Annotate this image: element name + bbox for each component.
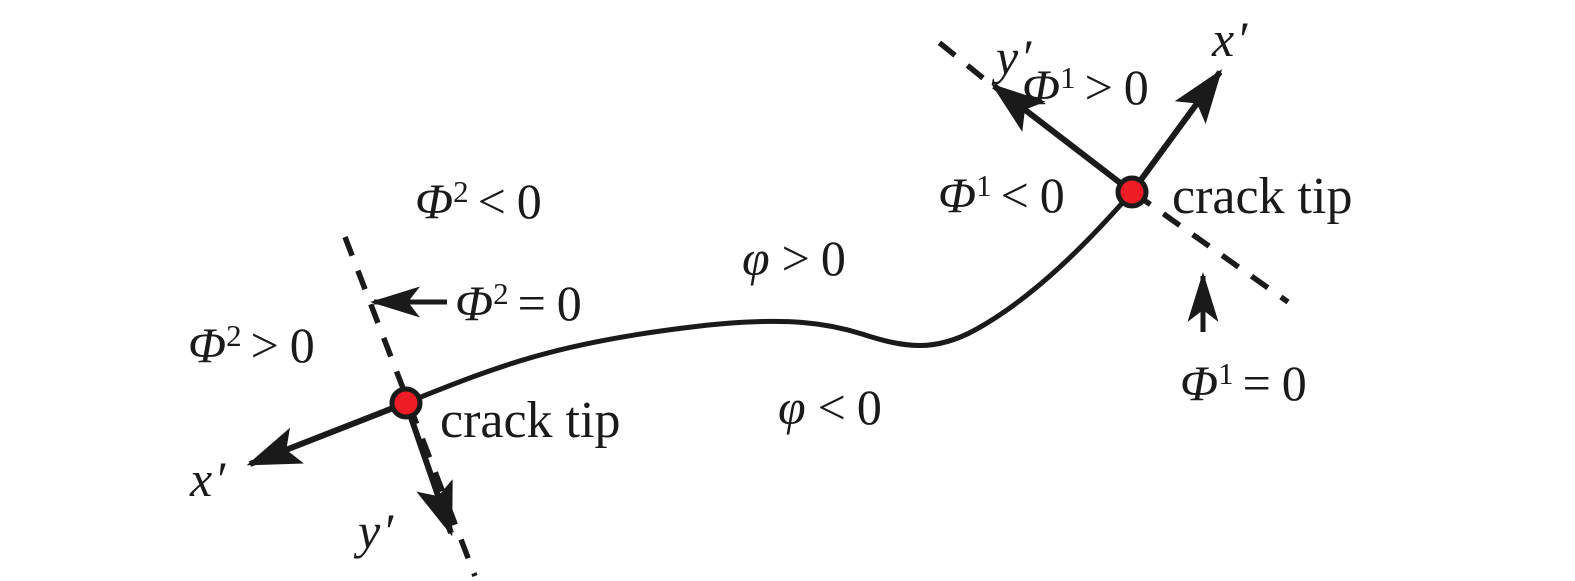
right-axis-x-prime-arrow <box>1129 69 1223 194</box>
phi2-eq-superscript: 2 <box>493 276 509 311</box>
phi2-lt-base: Φ <box>415 173 453 229</box>
axis-y-prime-right-base: y <box>991 29 1019 85</box>
varphi-gt-base: φ <box>742 230 770 286</box>
label-axis-x-prime-right: x′ <box>1211 11 1248 67</box>
phi2-lt-superscript: 2 <box>453 174 469 209</box>
phi1-eq-relation: = <box>1243 355 1271 411</box>
phi2-lt-relation: < <box>478 173 506 229</box>
varphi-gt-relation: > <box>782 230 810 286</box>
crack-tip-right-dot <box>1115 175 1149 209</box>
label-phi2-less-than-zero: Φ2 <0 <box>415 173 542 229</box>
phi2-lt-value: 0 <box>517 173 542 229</box>
phi2-gt-value: 0 <box>290 317 315 373</box>
label-crack-tip-right: crack tip <box>1172 168 1352 225</box>
phi1-gt-base: Φ <box>1022 59 1060 115</box>
axis-x-prime-left-base: x <box>189 451 212 507</box>
label-crack-tip-left: crack tip <box>440 392 620 449</box>
phi1-lt-base: Φ <box>938 167 976 223</box>
phi1-eq-base: Φ <box>1180 355 1218 411</box>
phi1-gt-value: 0 <box>1124 59 1149 115</box>
label-axis-y-prime-right: y′ <box>991 29 1032 85</box>
phi2-eq-value: 0 <box>557 275 582 331</box>
right-tip-dashed-levelset-lower <box>1132 190 1290 305</box>
phi2-gt-relation: > <box>251 317 279 373</box>
phi1-eq-superscript: 1 <box>1218 356 1234 391</box>
left-axis-y-prime-arrow <box>403 402 454 537</box>
axis-x-prime-right-base: x <box>1211 11 1234 67</box>
right-tip-dashed-levelset-upper <box>934 37 985 81</box>
phi1-eq-value: 0 <box>1282 355 1307 411</box>
phi2-eq-base: Φ <box>455 275 493 331</box>
label-varphi-less-than-zero: φ<0 <box>778 379 882 435</box>
crack-tip-left-dot <box>389 386 423 420</box>
phi1-lt-superscript: 1 <box>976 168 992 203</box>
phi2-gt-superscript: 2 <box>226 318 242 353</box>
phi1-gt-relation: > <box>1085 59 1113 115</box>
crack-curve <box>403 189 1135 406</box>
varphi-gt-value: 0 <box>821 230 846 286</box>
axis-y-prime-right-prime: ′ <box>1020 29 1032 85</box>
phi2-gt-base: Φ <box>188 317 226 373</box>
axis-x-prime-left-prime: ′ <box>214 451 226 507</box>
label-phi1-greater-than-zero: Φ1 >0 <box>1022 59 1149 115</box>
axis-y-prime-left-prime: ′ <box>382 503 394 559</box>
axis-y-prime-left-base: y <box>353 503 381 559</box>
varphi-lt-relation: < <box>818 379 846 435</box>
varphi-lt-base: φ <box>778 379 806 435</box>
label-varphi-greater-than-zero: φ>0 <box>742 230 846 286</box>
varphi-lt-value: 0 <box>857 379 882 435</box>
phi1-lt-value: 0 <box>1040 167 1065 223</box>
label-axis-x-prime-left: x′ <box>189 451 226 507</box>
label-axis-y-prime-left: y′ <box>353 503 394 559</box>
axis-x-prime-right-prime: ′ <box>1236 11 1248 67</box>
right-axis-y-prime-arrow <box>991 83 1134 195</box>
phi2-eq-relation: = <box>518 275 546 331</box>
label-phi1-equals-zero: Φ1 =0 <box>1180 355 1307 411</box>
phi1-lt-relation: < <box>1001 167 1029 223</box>
label-phi1-less-than-zero: Φ1 <0 <box>938 167 1065 223</box>
label-phi2-equals-zero: Φ2 =0 <box>455 275 582 331</box>
left-axis-x-prime-arrow <box>246 400 408 467</box>
phi1-gt-superscript: 1 <box>1060 60 1076 95</box>
label-phi2-greater-than-zero: Φ2 >0 <box>188 317 315 373</box>
